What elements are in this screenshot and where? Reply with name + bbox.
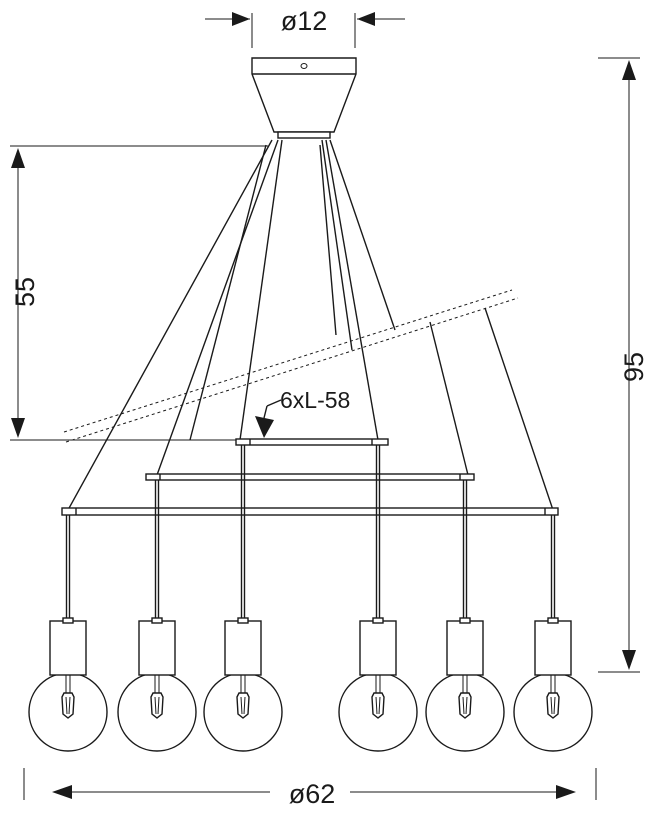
- pendant-lamp: [338, 445, 418, 752]
- socket-cap: [547, 617, 559, 624]
- ring-bars: [61, 438, 559, 516]
- pendant-lamp: [425, 480, 505, 752]
- socket-cap: [459, 617, 471, 624]
- pendant-lamps: [28, 445, 593, 752]
- filament-wire: [243, 696, 246, 715]
- filament: [61, 692, 75, 719]
- filament: [546, 692, 560, 719]
- cable-spec-label: 6xL-58: [280, 387, 350, 413]
- cable-length-reference-line: [63, 289, 519, 443]
- filament-wire: [553, 696, 556, 715]
- canopy-diameter-label: ø12: [281, 6, 328, 36]
- filament: [236, 692, 250, 719]
- filament: [458, 692, 472, 719]
- filament-wire: [154, 696, 157, 715]
- socket-cap: [62, 617, 74, 624]
- pendant-lamp: [203, 445, 283, 752]
- cable-height-dimension: 55: [10, 145, 268, 441]
- filament-wire: [550, 696, 553, 715]
- lamp-socket: [446, 620, 484, 676]
- lamp-socket: [359, 620, 397, 676]
- total-height-dimension: 95: [598, 57, 649, 673]
- filament: [150, 692, 164, 719]
- ceiling-canopy: [251, 57, 357, 139]
- pendant-lamp: [28, 515, 108, 752]
- socket-cap: [372, 617, 384, 624]
- filament-wire: [68, 696, 71, 715]
- filament-wire: [378, 696, 381, 715]
- filament-wire: [465, 696, 468, 715]
- lamp-socket: [224, 620, 262, 676]
- filament-wire: [65, 696, 68, 715]
- filament: [371, 692, 385, 719]
- overall-diameter-label: ø62: [289, 779, 336, 809]
- filament-wire: [240, 696, 243, 715]
- pendant-lamp: [117, 480, 197, 752]
- socket-cap: [151, 617, 163, 624]
- lamp-socket: [534, 620, 572, 676]
- overall-diameter-dimension: ø62: [23, 768, 597, 809]
- filament-wire: [375, 696, 378, 715]
- total-height-label: 95: [619, 352, 649, 382]
- socket-cap: [237, 617, 249, 624]
- cable-height-label: 55: [10, 277, 40, 307]
- filament-wire: [157, 696, 160, 715]
- lamp-socket: [49, 620, 87, 676]
- canopy-diameter-dimension: ø12: [205, 6, 405, 48]
- cable-spec-callout: 6xL-58: [255, 387, 350, 438]
- pendant-lamp: [513, 515, 593, 752]
- lamp-socket: [138, 620, 176, 676]
- filament-wire: [462, 696, 465, 715]
- suspension-cables: [67, 139, 554, 511]
